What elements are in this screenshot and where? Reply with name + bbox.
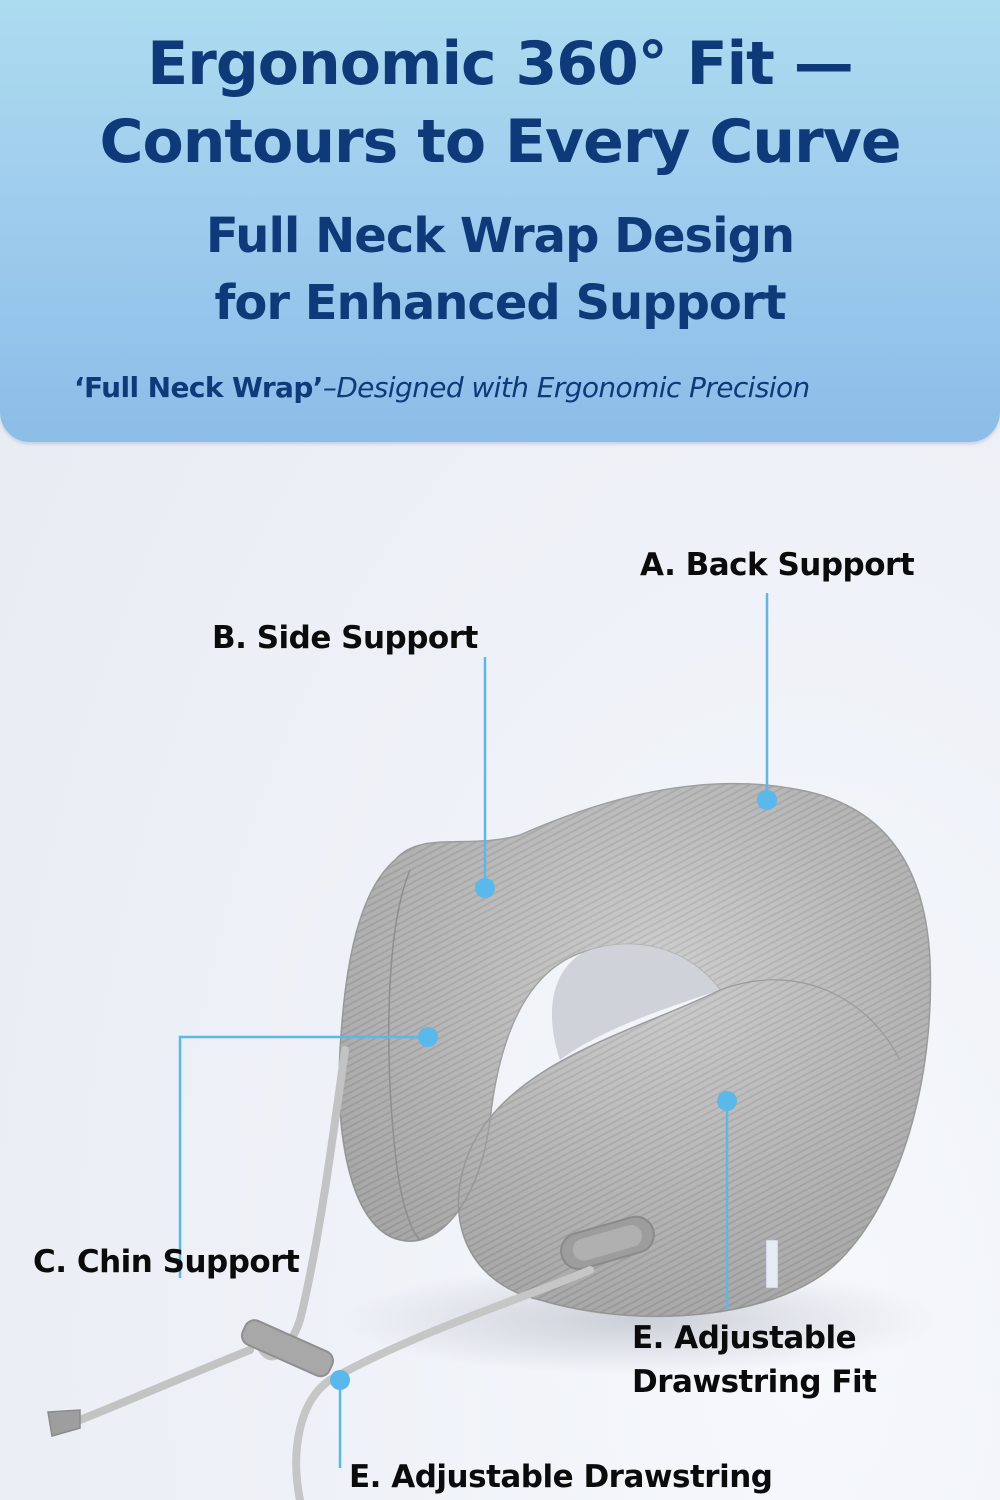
label-chin-support: C. Chin Support <box>33 1244 300 1280</box>
subheadline-line-1: Full Neck Wrap Design <box>205 208 795 264</box>
headline-line-2: Contours to Every Curve <box>99 107 901 177</box>
tagline-italic: –Designed with Ergonomic Precision <box>322 371 810 404</box>
callout-dot-a <box>757 790 777 810</box>
header-banner: Ergonomic 360° Fit — Contours to Every C… <box>0 0 1000 442</box>
label-side-support: B. Side Support <box>212 620 478 656</box>
callout-line-c <box>178 1035 428 1278</box>
tagline: ‘Full Neck Wrap’–Designed with Ergonomic… <box>74 366 994 410</box>
tagline-bold: ‘Full Neck Wrap’ <box>74 371 323 404</box>
label-adjustable-drawstring: E. Adjustable Drawstring <box>349 1459 773 1495</box>
callout-markers <box>178 593 769 1468</box>
label-adjustable-fit-line-2: Drawstring Fit <box>632 1364 877 1400</box>
callout-dot-e2 <box>330 1370 350 1390</box>
label-adjustable-fit-line-1: E. Adjustable <box>632 1320 857 1356</box>
headline-line-1: Ergonomic 360° Fit — <box>147 29 853 99</box>
drawstring <box>47 1046 594 1500</box>
label-back-support: A. Back Support <box>640 547 915 583</box>
callout-dot-e1 <box>717 1091 737 1111</box>
callout-dot-c <box>418 1027 438 1047</box>
subheadline-line-2: for Enhanced Support <box>214 275 786 331</box>
neck-pillow <box>338 782 932 1318</box>
callout-dot-b <box>475 878 495 898</box>
